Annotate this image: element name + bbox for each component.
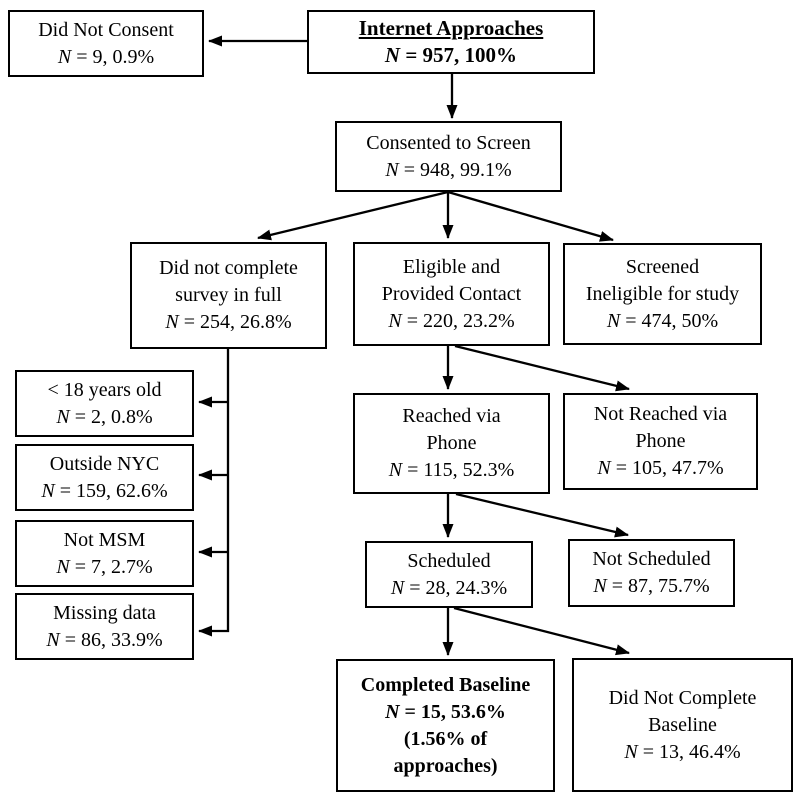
n-symbol: N	[390, 576, 405, 599]
arrow-scheduled-to-didnotcompletebaseline	[453, 606, 630, 656]
node-outside-nyc-stat: N = 159, 62.6%	[41, 478, 167, 505]
node-missing-data-stat: N = 86, 33.9%	[46, 627, 162, 654]
node-under-18-label: < 18 years old	[47, 378, 162, 401]
n-symbol: N	[388, 459, 403, 481]
stat-text: = 220, 23.2%	[401, 309, 515, 332]
node-did-not-complete-survey-label2: survey in full	[175, 284, 282, 306]
stat-text: = 15, 53.6%	[399, 700, 506, 723]
stat-text: = 13, 46.4%	[637, 740, 741, 763]
node-eligible-provided-contact-label2: Provided Contact	[381, 282, 522, 305]
node-not-scheduled: Not Scheduled N = 87, 75.7%	[568, 539, 735, 607]
node-eligible-provided-contact: Eligible and Provided Contact N = 220, 2…	[353, 242, 550, 346]
n-symbol: N	[388, 309, 402, 332]
node-scheduled: Scheduled N = 28, 24.3%	[365, 541, 533, 608]
stat-text: = 948, 99.1%	[398, 158, 512, 181]
stat-text: = 254, 26.8%	[178, 311, 292, 333]
node-internet-approaches: Internet Approaches N = 957, 100%	[307, 10, 595, 74]
n-symbol: N	[597, 457, 611, 479]
node-not-scheduled-label: Not Scheduled	[592, 548, 711, 570]
arrow-trunk-to-missingdata	[198, 349, 230, 637]
node-screened-ineligible-stat: N = 474, 50%	[607, 308, 718, 335]
n-symbol: N	[385, 158, 399, 181]
node-completed-baseline-note1: (1.56% of	[403, 727, 488, 750]
arrow-consented-to-screened	[447, 190, 614, 242]
node-scheduled-label: Scheduled	[407, 549, 491, 572]
node-missing-data-label: Missing data	[53, 601, 156, 624]
node-not-reached-via-phone-stat: N = 105, 47.7%	[597, 455, 723, 482]
n-symbol: N	[624, 740, 638, 763]
node-did-not-complete-survey-stat: N = 254, 26.8%	[165, 309, 291, 336]
node-not-reached-via-phone-label1: Not Reached via	[593, 403, 728, 425]
n-symbol: N	[56, 555, 70, 578]
node-did-not-consent-stat: N = 9, 0.9%	[58, 44, 154, 71]
node-completed-baseline: Completed Baseline N = 15, 53.6% (1.56% …	[336, 659, 555, 792]
node-completed-baseline-stat: N = 15, 53.6%	[385, 699, 506, 726]
node-eligible-provided-contact-label1: Eligible and	[402, 255, 501, 278]
node-not-reached-via-phone: Not Reached via Phone N = 105, 47.7%	[563, 393, 758, 490]
node-internet-approaches-stat: N = 957, 100%	[385, 42, 517, 69]
stat-text: = 2, 0.8%	[69, 405, 153, 428]
node-not-msm-label: Not MSM	[63, 528, 146, 551]
node-under-18: < 18 years old N = 2, 0.8%	[15, 370, 194, 437]
n-symbol: N	[593, 575, 607, 597]
node-did-not-complete-baseline-label1: Did Not Complete	[608, 686, 757, 709]
node-not-msm-stat: N = 7, 2.7%	[56, 554, 152, 581]
n-symbol: N	[46, 628, 60, 651]
node-did-not-consent-label: Did Not Consent	[38, 18, 174, 41]
node-did-not-complete-baseline-stat: N = 13, 46.4%	[624, 739, 740, 766]
node-missing-data: Missing data N = 86, 33.9%	[15, 593, 194, 660]
arrow-consented-to-didnotcomplete	[257, 190, 449, 241]
node-not-reached-via-phone-label2: Phone	[635, 430, 686, 452]
node-scheduled-stat: N = 28, 24.3%	[391, 575, 507, 602]
node-screened-ineligible: Screened Ineligible for study N = 474, 5…	[563, 243, 762, 345]
n-symbol: N	[56, 405, 70, 428]
node-did-not-complete-baseline-label2: Baseline	[648, 713, 717, 736]
n-symbol: N	[606, 309, 621, 332]
stat-text: = 159, 62.6%	[54, 479, 168, 502]
arrow-reached-to-notscheduled	[455, 492, 629, 538]
stat-text: = 105, 47.7%	[610, 457, 724, 479]
stat-text: = 957, 100%	[400, 43, 518, 67]
node-outside-nyc: Outside NYC N = 159, 62.6%	[15, 444, 194, 511]
stat-text: = 474, 50%	[620, 309, 719, 332]
node-consented-to-screen-label: Consented to Screen	[366, 131, 531, 154]
node-outside-nyc-label: Outside NYC	[49, 452, 160, 475]
n-symbol: N	[41, 479, 55, 502]
node-reached-via-phone: Reached via Phone N = 115, 52.3%	[353, 393, 550, 494]
node-eligible-provided-contact-stat: N = 220, 23.2%	[388, 308, 514, 335]
stat-text: = 115, 52.3%	[402, 459, 515, 481]
node-did-not-complete-survey-label1: Did not complete	[159, 257, 298, 279]
node-internet-approaches-title: Internet Approaches	[358, 16, 544, 40]
n-symbol: N	[165, 311, 179, 333]
stat-text: = 87, 75.7%	[606, 575, 710, 597]
node-completed-baseline-label: Completed Baseline	[360, 673, 531, 696]
stat-text: = 86, 33.9%	[59, 628, 163, 651]
node-completed-baseline-note2: approaches)	[393, 754, 498, 777]
node-screened-ineligible-label1: Screened	[625, 255, 700, 278]
node-consented-to-screen-stat: N = 948, 99.1%	[385, 157, 511, 184]
node-not-scheduled-stat: N = 87, 75.7%	[593, 573, 709, 600]
node-did-not-complete-survey: Did not complete survey in full N = 254,…	[130, 242, 327, 349]
node-did-not-consent: Did Not Consent N = 9, 0.9%	[8, 10, 204, 77]
stat-text: = 7, 2.7%	[69, 555, 153, 578]
node-reached-via-phone-label2: Phone	[426, 432, 477, 454]
node-consented-to-screen: Consented to Screen N = 948, 99.1%	[335, 121, 562, 192]
node-reached-via-phone-label1: Reached via	[402, 405, 501, 427]
stat-text: = 28, 24.3%	[404, 576, 508, 599]
n-symbol: N	[57, 45, 72, 68]
node-reached-via-phone-stat: N = 115, 52.3%	[389, 457, 515, 484]
node-under-18-stat: N = 2, 0.8%	[56, 404, 152, 431]
n-symbol: N	[384, 43, 401, 67]
node-screened-ineligible-label2: Ineligible for study	[585, 282, 740, 305]
stat-text: = 9, 0.9%	[71, 45, 155, 68]
arrow-eligible-to-notreached	[454, 344, 630, 392]
n-symbol: N	[385, 700, 400, 723]
node-did-not-complete-baseline: Did Not Complete Baseline N = 13, 46.4%	[572, 658, 793, 792]
node-not-msm: Not MSM N = 7, 2.7%	[15, 520, 194, 587]
